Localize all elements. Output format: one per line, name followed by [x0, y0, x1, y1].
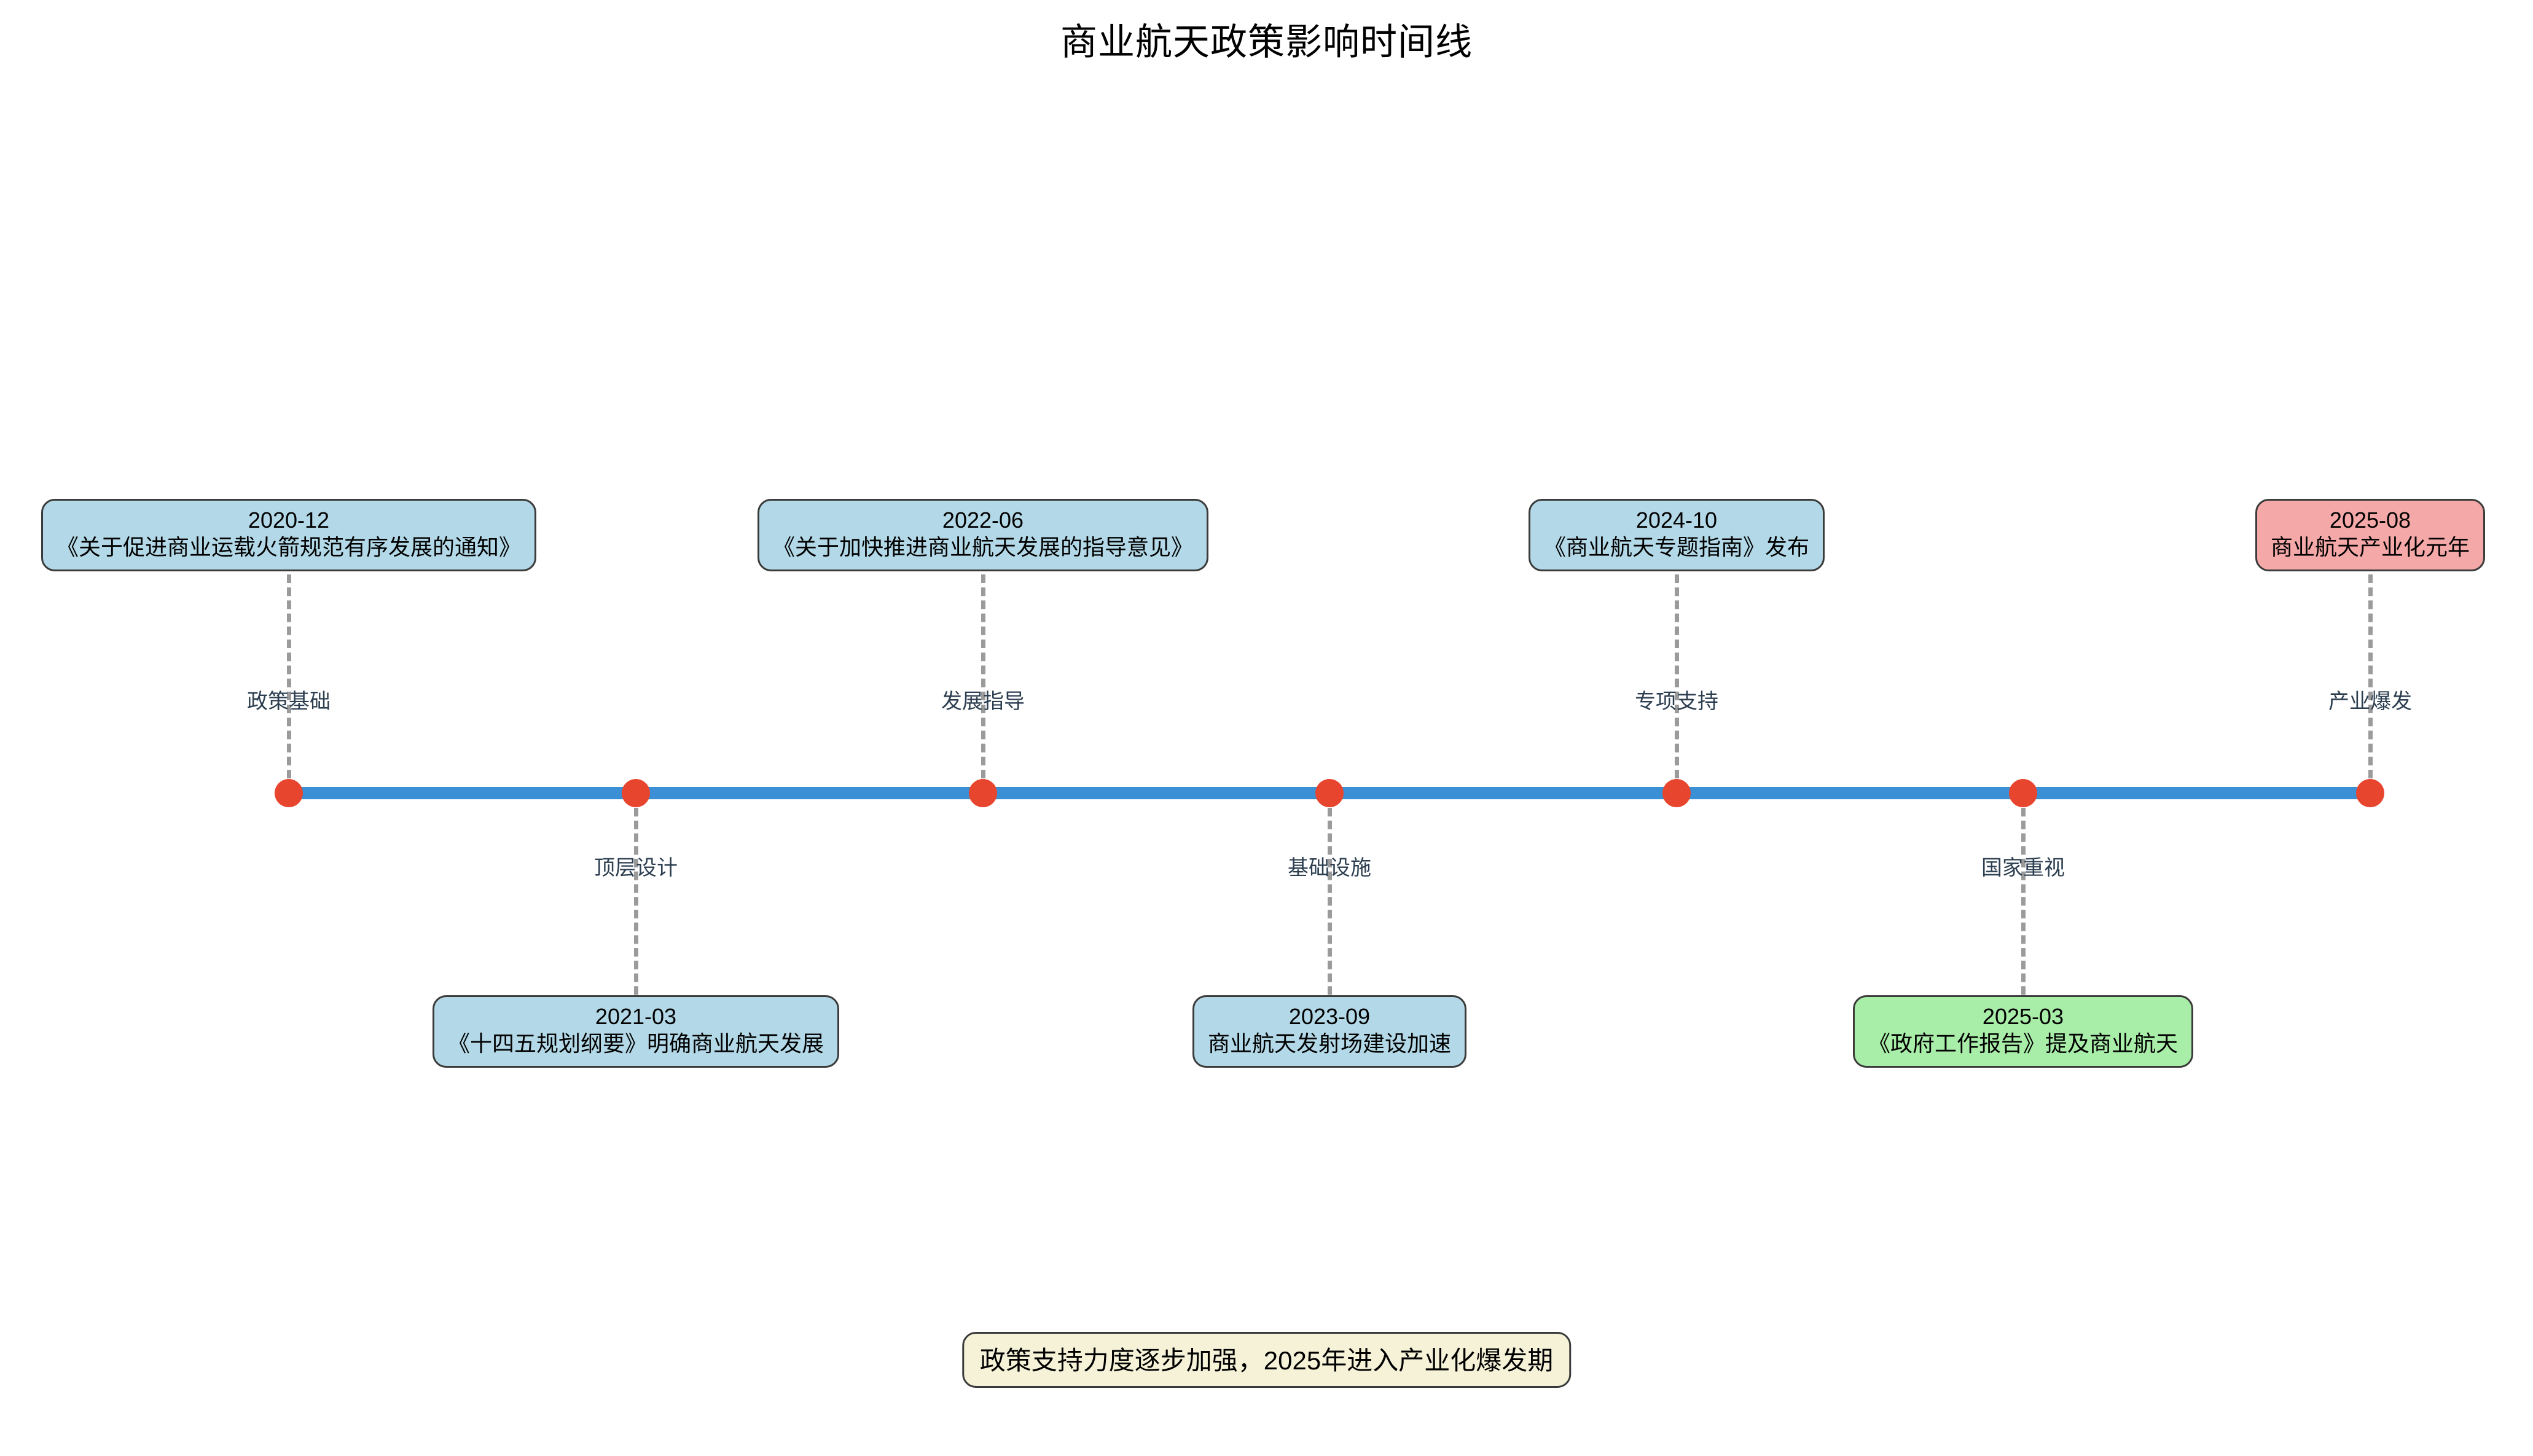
category-label: 产业爆发 [2328, 690, 2412, 713]
event-box[interactable]: 2025-03《政府工作报告》提及商业航天 [1852, 995, 2194, 1068]
event-description: 商业航天发射场建设加速 [1207, 1030, 1452, 1056]
timeline-marker[interactable] [1662, 779, 1691, 807]
event-date: 2024-10 [1635, 507, 1718, 533]
timeline-marker[interactable] [1315, 779, 1344, 807]
event-box[interactable]: 2022-06《关于加快推进商业航天发展的指导意见》 [757, 499, 1209, 571]
leader-line [2368, 574, 2373, 778]
event-box[interactable]: 2021-03《十四五规划纲要》明确商业航天发展 [432, 995, 840, 1068]
category-label: 政策基础 [247, 690, 331, 713]
leader-line [634, 808, 638, 1008]
page-title: 商业航天政策影响时间线 [1060, 22, 1473, 63]
leader-line [287, 574, 291, 778]
event-date: 2023-09 [1288, 1004, 1371, 1029]
event-description: 《十四五规划纲要》明确商业航天发展 [447, 1030, 824, 1056]
timeline-marker[interactable] [969, 779, 997, 807]
category-label: 基础设施 [1288, 856, 1371, 880]
footer-annotation: 政策支持力度逐步加强，2025年进入产业化爆发期 [961, 1332, 1572, 1388]
category-label: 国家重视 [1981, 856, 2065, 880]
timeline-marker[interactable] [2009, 779, 2037, 807]
category-label: 发展指导 [941, 690, 1025, 713]
leader-line [1675, 574, 1679, 778]
event-date: 2025-03 [1982, 1004, 2064, 1029]
event-box[interactable]: 2024-10《商业航天专题指南》发布 [1528, 499, 1825, 571]
timeline-marker[interactable] [275, 779, 303, 807]
event-description: 《政府工作报告》提及商业航天 [1868, 1030, 2179, 1056]
event-date: 2020-12 [248, 507, 330, 533]
category-label: 专项支持 [1635, 690, 1718, 713]
leader-line [2021, 808, 2026, 1008]
leader-line [1328, 808, 1332, 1008]
event-description: 商业航天产业化元年 [2270, 534, 2470, 560]
timeline-marker[interactable] [2356, 779, 2384, 807]
timeline-marker[interactable] [622, 779, 650, 807]
event-date: 2025-08 [2329, 507, 2411, 533]
event-description: 《关于促进商业运载火箭规范有序发展的通知》 [56, 534, 522, 560]
event-date: 2021-03 [595, 1004, 677, 1029]
event-description: 《商业航天专题指南》发布 [1543, 534, 1810, 560]
leader-line [981, 574, 985, 778]
category-label: 顶层设计 [594, 856, 678, 880]
event-date: 2022-06 [942, 507, 1024, 533]
event-description: 《关于加快推进商业航天发展的指导意见》 [772, 534, 1194, 560]
event-box[interactable]: 2020-12《关于促进商业运载火箭规范有序发展的通知》 [41, 499, 537, 571]
